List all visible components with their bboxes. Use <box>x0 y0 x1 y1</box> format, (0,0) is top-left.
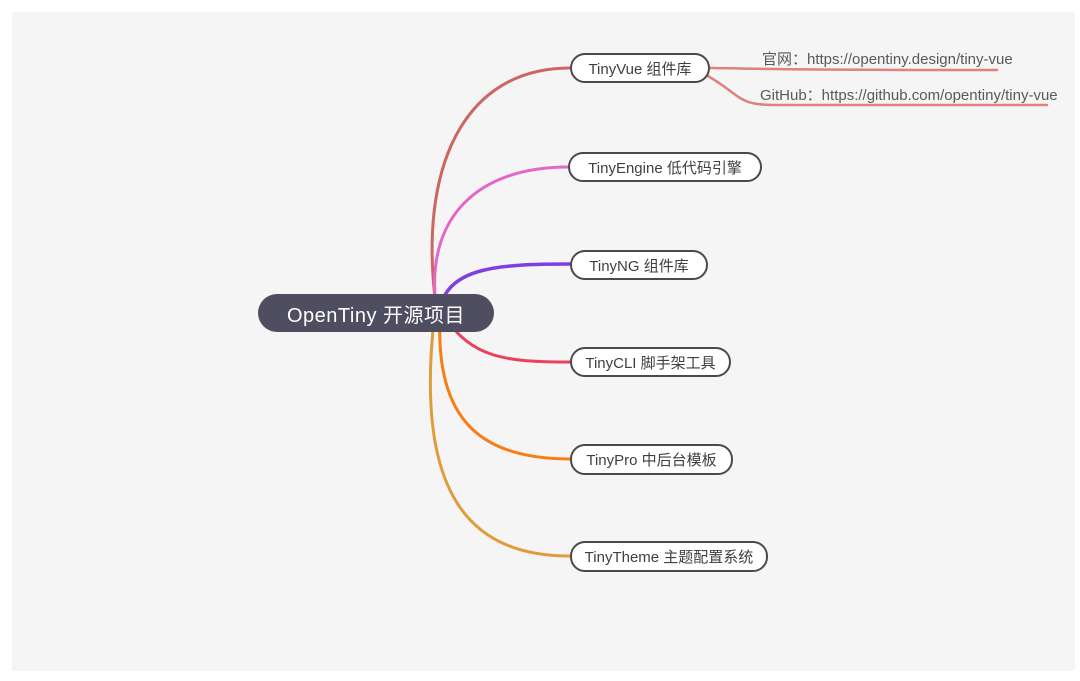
branch-curve-tinyvue <box>430 66 572 308</box>
branch-node-tinytheme[interactable]: TinyTheme 主题配置系统 <box>570 541 768 572</box>
branch-node-tinyengine[interactable]: TinyEngine 低代码引擎 <box>568 152 762 182</box>
branch-node-tinycli[interactable]: TinyCLI 脚手架工具 <box>570 347 731 377</box>
root-node-label: OpenTiny 开源项目 <box>286 304 466 327</box>
branch-node-tinypro[interactable]: TinyPro 中后台模板 <box>570 444 733 475</box>
branch-node-label: TinyNG 组件库 <box>589 257 689 275</box>
branch-node-label: TinyCLI 脚手架工具 <box>585 354 716 372</box>
branch-node-label: TinyVue 组件库 <box>588 60 692 78</box>
branch-node-label: TinyPro 中后台模板 <box>586 452 717 469</box>
branch-node-tinyng[interactable]: TinyNG 组件库 <box>570 250 708 280</box>
branch-curve-tinytheme <box>428 318 572 558</box>
branch-node-tinyvue[interactable]: TinyVue 组件库 <box>570 53 710 83</box>
branch-curve-tinypro <box>438 318 572 461</box>
subbranch-underline-github <box>706 74 1049 107</box>
mindmap-canvas[interactable] <box>12 12 1075 671</box>
subbranch-node-label: 官网：https://opentiny.design/tiny-vue <box>762 51 1013 68</box>
subbranch-node-website-url[interactable]: 官网：https://opentiny.design/tiny-vue <box>762 48 1013 69</box>
branch-node-label: TinyTheme 主题配置系统 <box>584 549 754 566</box>
branch-node-label: TinyEngine 低代码引擎 <box>588 159 742 177</box>
subbranch-node-label: GitHub：https://github.com/opentiny/tiny-… <box>760 87 1058 104</box>
branch-curve-tinyengine <box>433 165 570 308</box>
root-node-opentiny[interactable]: OpenTiny 开源项目 <box>258 294 494 332</box>
subbranch-underline-website <box>708 66 999 72</box>
subbranch-node-github-url[interactable]: GitHub：https://github.com/opentiny/tiny-… <box>760 84 1058 105</box>
